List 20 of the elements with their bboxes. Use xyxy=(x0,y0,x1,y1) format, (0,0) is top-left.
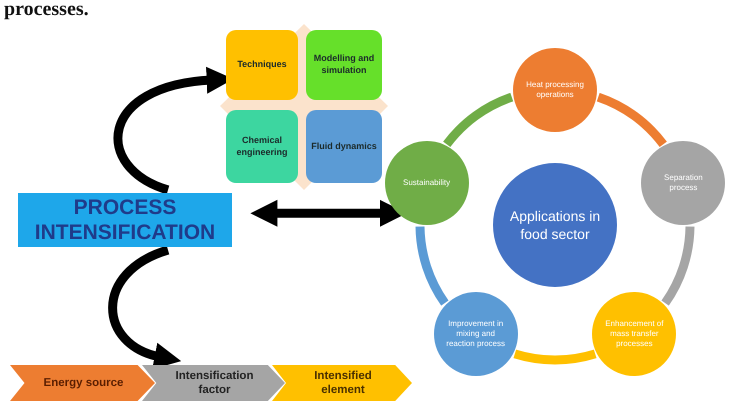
application-circle: Enhancement of mass transfer processes xyxy=(592,292,676,376)
application-circle: Heat processing operations xyxy=(513,48,597,132)
chevron-step: Intensification factor xyxy=(142,365,285,401)
topic-box: Techniques xyxy=(226,30,298,100)
topic-box: Modelling and simulation xyxy=(306,30,382,100)
application-circle: Sustainability xyxy=(384,141,469,226)
application-circle: Separation process xyxy=(641,141,726,226)
ring-connector xyxy=(596,92,667,148)
topic-box: Chemical engineering xyxy=(226,110,298,183)
ring-connector xyxy=(514,350,596,364)
heading-fragment: processes. xyxy=(4,0,89,21)
ring-connector xyxy=(416,226,449,306)
ring-connector xyxy=(443,92,514,148)
chevron-step: Intensified element xyxy=(272,365,412,401)
topic-box: Fluid dynamics xyxy=(306,110,382,183)
chevron-step: Energy source xyxy=(10,365,155,401)
ring-connector xyxy=(661,226,694,306)
center-circle: Applications in food sector xyxy=(493,163,617,287)
application-circle: Improvement in mixing and reaction process xyxy=(434,292,518,376)
title-box: PROCESS INTENSIFICATION xyxy=(18,193,232,247)
